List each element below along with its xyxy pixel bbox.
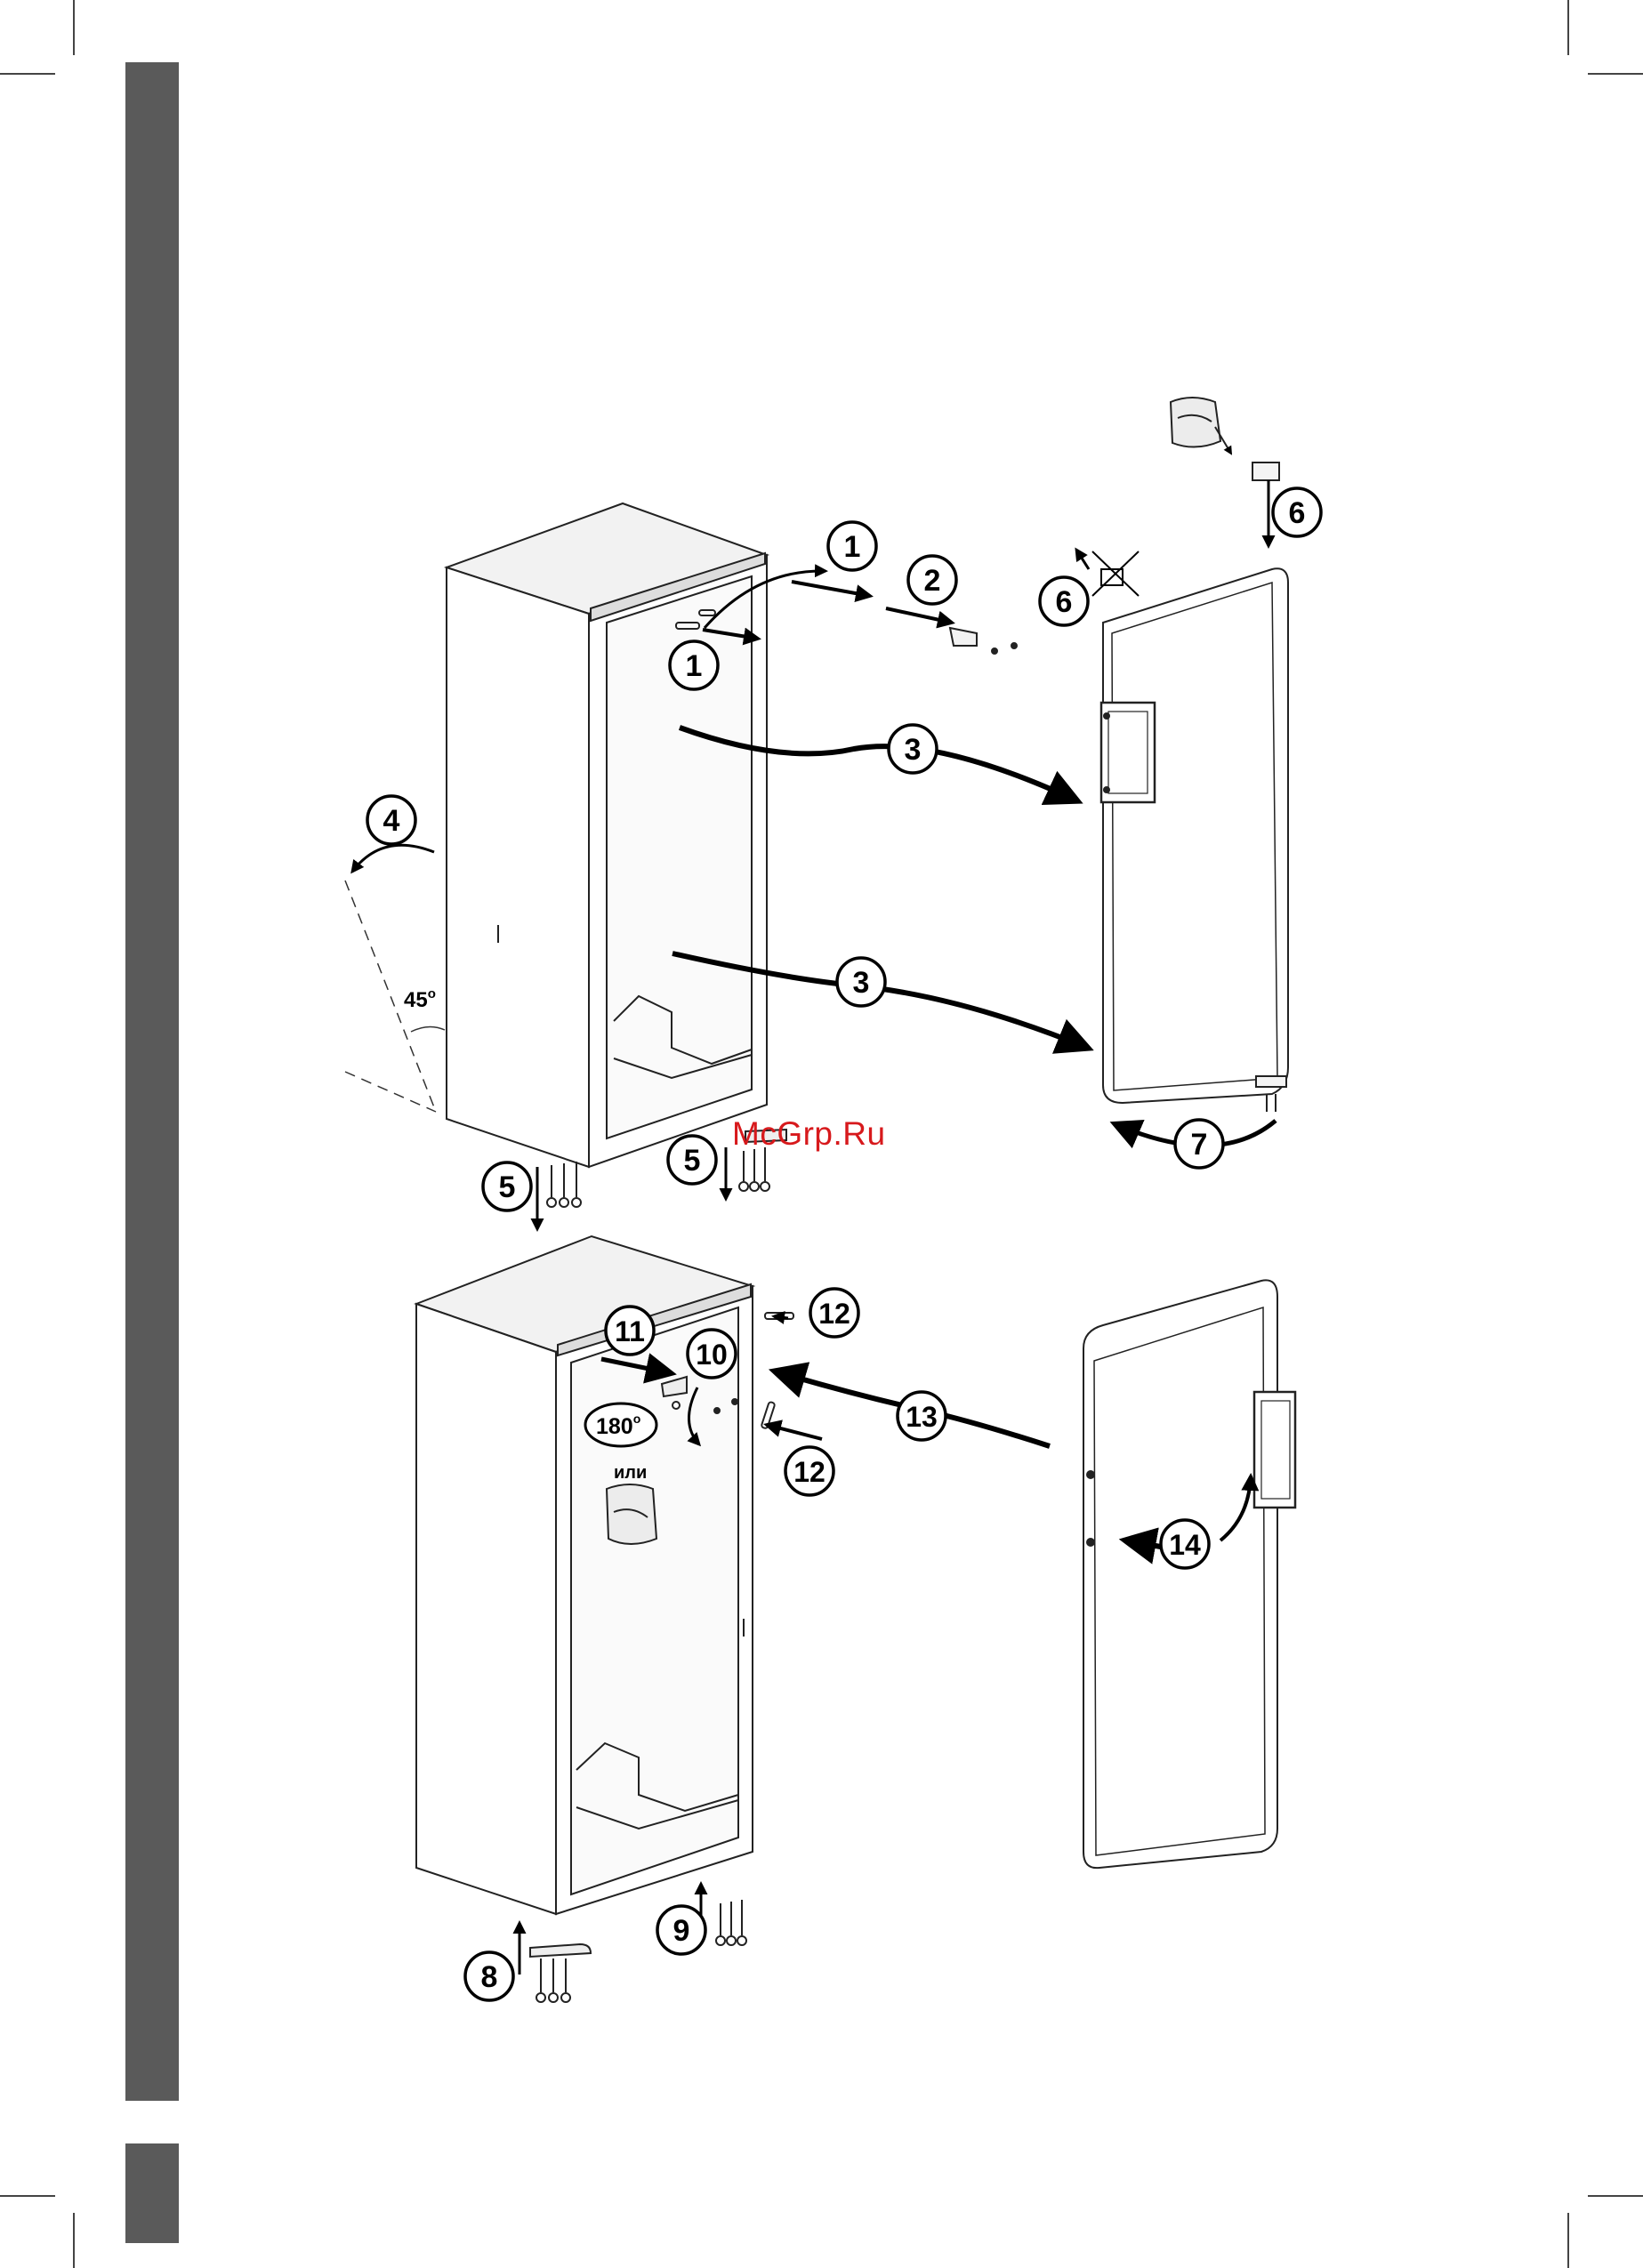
step-badge: 12 — [785, 1447, 834, 1495]
step-badge: 7 — [1175, 1120, 1223, 1168]
step-badge: 3 — [889, 725, 937, 773]
svg-text:7: 7 — [1191, 1128, 1208, 1162]
lower-bottom-hinge-icon — [530, 1900, 746, 2002]
svg-text:14: 14 — [1169, 1529, 1201, 1561]
svg-text:12: 12 — [793, 1456, 826, 1488]
svg-text:8: 8 — [481, 1960, 498, 1994]
angle-label: 45o — [404, 986, 436, 1012]
watermark: McGrp.Ru — [732, 1115, 886, 1153]
discarded-part-icon — [1092, 551, 1139, 596]
svg-text:3: 3 — [853, 966, 870, 1000]
top-hinge-parts-icon — [950, 628, 1017, 654]
svg-text:5: 5 — [499, 1170, 516, 1204]
step-badge: 9 — [657, 1906, 705, 1954]
svg-text:10: 10 — [696, 1339, 728, 1371]
svg-text:6: 6 — [1056, 585, 1073, 619]
step-badge: 14 — [1161, 1520, 1209, 1568]
alternative-label: или — [614, 1463, 647, 1483]
svg-text:13: 13 — [906, 1401, 938, 1433]
svg-text:1: 1 — [844, 530, 861, 564]
step-badge: 6 — [1273, 488, 1321, 536]
step-badge: 5 — [668, 1136, 716, 1184]
step-badge: 13 — [898, 1392, 946, 1440]
upper-door — [1101, 568, 1288, 1103]
svg-text:4: 4 — [383, 804, 400, 838]
step-badge: 5 — [483, 1162, 531, 1210]
svg-text:6: 6 — [1289, 496, 1306, 530]
upper-fridge-cabinet — [447, 503, 767, 1167]
step-badge: 11 — [606, 1307, 654, 1355]
svg-text:9: 9 — [673, 1914, 690, 1948]
step-badge: 10 — [688, 1330, 736, 1378]
step-badge: 12 — [810, 1289, 858, 1337]
svg-text:12: 12 — [818, 1298, 850, 1330]
parts-bag-icon-lower — [607, 1484, 656, 1544]
step-badge: 4 — [367, 796, 415, 844]
parts-bag-icon — [1171, 398, 1231, 454]
step-badge: 8 — [465, 1952, 513, 2000]
step-badge: 2 — [908, 556, 956, 604]
svg-text:11: 11 — [615, 1315, 645, 1347]
rotate-180-badge: 180o — [585, 1403, 656, 1446]
step-badge: 1 — [828, 522, 876, 570]
svg-text:5: 5 — [684, 1144, 701, 1178]
step-badge: 1 — [670, 641, 718, 689]
svg-text:3: 3 — [905, 733, 922, 767]
step-badge: 3 — [837, 958, 885, 1006]
lower-door — [1083, 1280, 1295, 1868]
hinge-cap-icon — [1252, 462, 1279, 480]
svg-text:1: 1 — [686, 649, 703, 683]
svg-text:2: 2 — [924, 564, 941, 598]
step-badge: 6 — [1040, 577, 1088, 625]
